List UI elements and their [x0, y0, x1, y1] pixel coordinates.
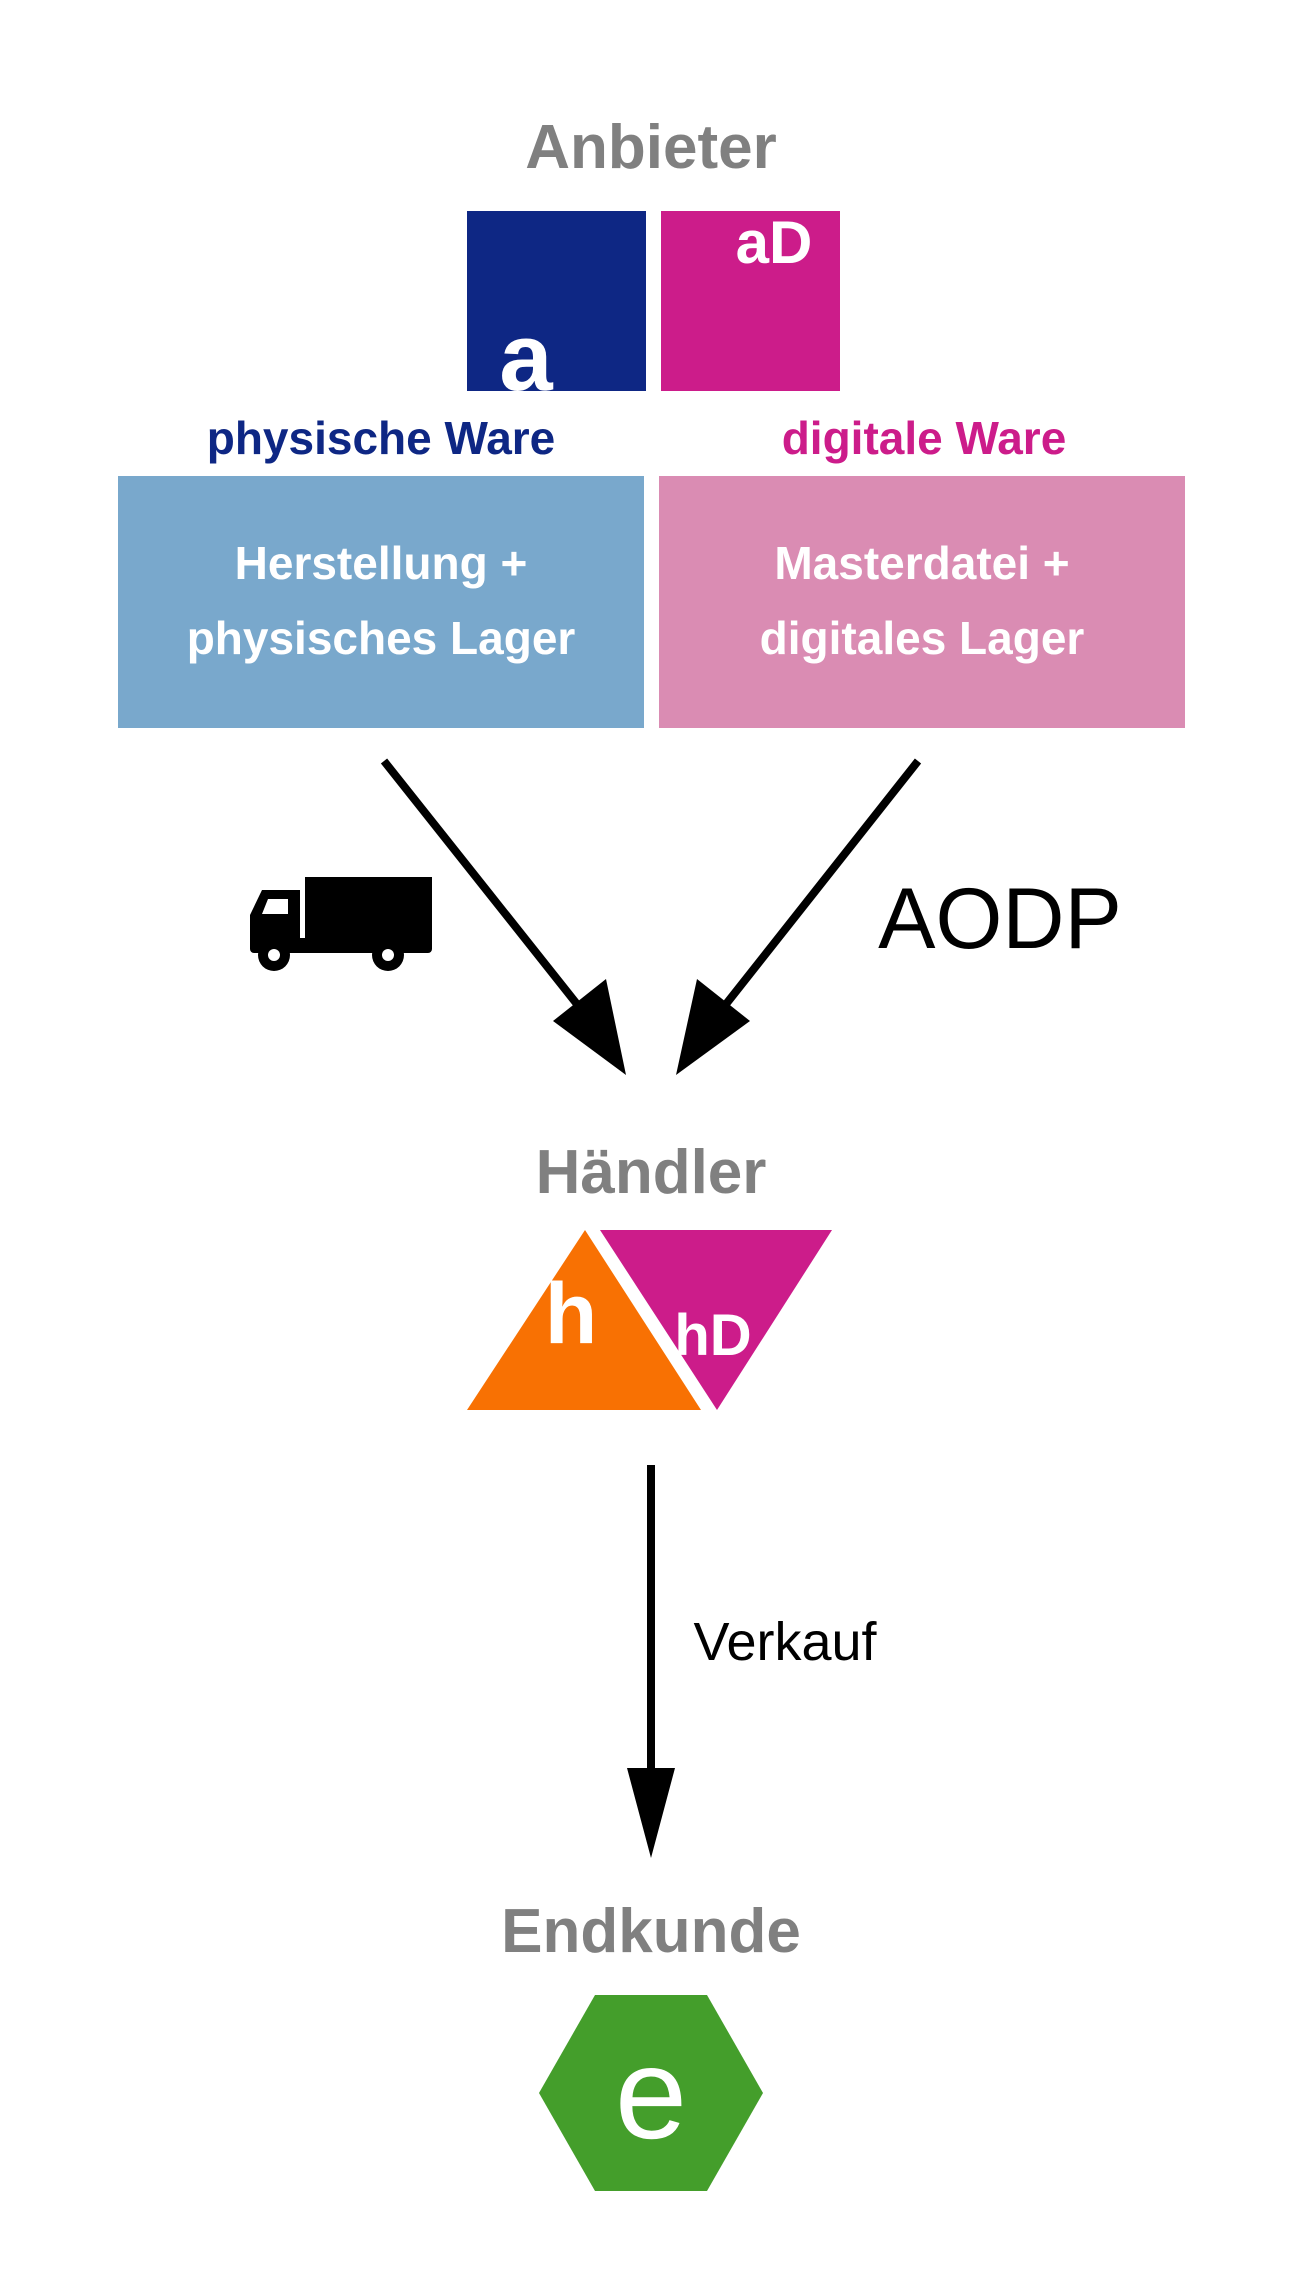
customer-badge-letter: e — [615, 2020, 687, 2166]
supplier-title: Anbieter — [525, 113, 776, 182]
retailer-badge-physical: h — [467, 1230, 701, 1410]
digital-goods-label: digitale Ware — [782, 412, 1067, 464]
arrow-digital-to-retailer — [676, 758, 922, 1075]
digital-box-line-1: Masterdatei + — [774, 537, 1069, 589]
retailer-badge-digital-letters: hD — [674, 1303, 751, 1368]
supplier-badge-digital: aD — [661, 209, 840, 391]
arrow-retailer-to-customer — [627, 1465, 675, 1858]
digital-master-box: Masterdatei + digitales Lager — [659, 476, 1185, 728]
physical-box-line-1: Herstellung + — [235, 537, 528, 589]
physical-production-box: Herstellung + physisches Lager — [118, 476, 644, 728]
truck-icon — [250, 877, 432, 971]
aodp-label: AODP — [878, 871, 1122, 967]
supplier-badge-physical-letter: a — [499, 304, 553, 411]
customer-title: Endkunde — [501, 1897, 801, 1966]
retailer-badge-digital: hD — [600, 1230, 832, 1410]
customer-badge: e — [539, 1995, 763, 2191]
retailer-title: Händler — [536, 1138, 767, 1207]
arrow-physical-to-retailer — [380, 758, 626, 1075]
retailer-badge-physical-letter: h — [545, 1266, 598, 1362]
physical-goods-label: physische Ware — [207, 412, 556, 464]
supplier-badge-physical: a — [467, 211, 646, 411]
supplier-badge-digital-letters: aD — [736, 209, 813, 276]
digital-box-line-2: digitales Lager — [760, 612, 1085, 664]
physical-box-line-2: physisches Lager — [187, 612, 576, 664]
sale-label: Verkauf — [693, 1612, 877, 1672]
